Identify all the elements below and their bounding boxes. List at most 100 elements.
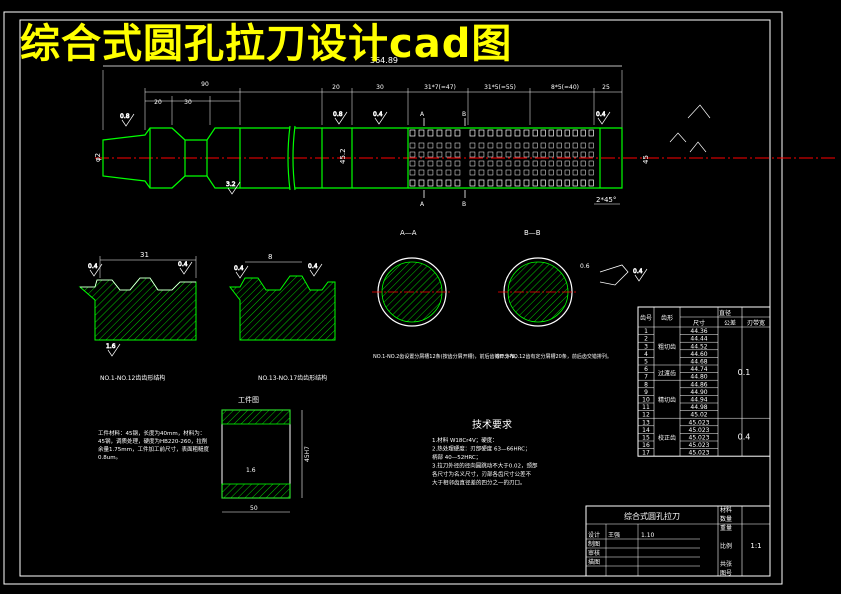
roughness-symbol	[89, 263, 103, 277]
roughness-value: 0.4	[596, 111, 606, 118]
rough-tooth	[445, 169, 452, 176]
calibration-tooth	[556, 179, 562, 187]
workpiece-drawing	[221, 409, 303, 513]
table-header: 直径	[719, 309, 731, 317]
title-block-field-label: 材料	[720, 506, 732, 514]
finish-tooth	[505, 129, 512, 137]
section-bb-note: NO.3-NO.12齿有定分屑槽20条，前后齿交错排列。	[496, 353, 612, 360]
table-cell-dia: 44.90	[690, 389, 707, 396]
dimension-label: 90	[201, 81, 209, 88]
calibration-tooth	[532, 160, 538, 167]
tech-line: 1.材料 W18Cr4V；硬度：	[432, 436, 498, 444]
workpiece-title: 工件图	[238, 395, 259, 404]
roughness-value: 0.4	[178, 261, 188, 268]
table-cell-no: 8	[644, 381, 648, 388]
roughness-value: 1.6	[106, 343, 116, 350]
section-aa	[372, 257, 452, 327]
finish-tooth	[469, 160, 476, 167]
calibration-tooth	[540, 160, 546, 167]
title-block-row-label: 设计	[588, 531, 600, 539]
finish-tooth	[514, 151, 521, 158]
calibration-tooth	[564, 151, 570, 158]
tech-line: 2.热处理硬度：刃部硬度 63—66HRC；	[432, 445, 531, 453]
roughness-value: 0.8	[120, 113, 130, 120]
finish-tooth	[478, 142, 485, 149]
inner-frame	[19, 19, 771, 577]
dimension-label: 8*5(=40)	[551, 84, 579, 91]
detail1-dim-31: 31	[140, 251, 149, 259]
finish-tooth	[487, 129, 494, 137]
rough-tooth	[454, 129, 461, 137]
table-group-label: 粗切齿	[658, 343, 676, 351]
finish-tooth	[496, 179, 503, 187]
finish-tooth	[487, 151, 494, 158]
roughness-value: 3.2	[226, 181, 236, 188]
calibration-tooth	[556, 142, 562, 149]
rough-tooth	[427, 160, 434, 167]
finish-tooth	[478, 151, 485, 158]
table-cell-no: 5	[644, 359, 648, 366]
table-cell-no: 10	[642, 397, 650, 404]
section-letter: A	[420, 111, 425, 118]
rough-tooth	[409, 169, 416, 176]
roughness-symbol	[121, 113, 135, 127]
finish-tooth	[523, 142, 530, 149]
outer-frame	[3, 11, 783, 585]
workpiece-notes-box: 工件材料：45钢，长度为40mm，材料为：45钢，调质处理，硬度为HB220-2…	[98, 431, 209, 461]
chamfer-label: 2*45°	[596, 196, 616, 204]
calibration-tooth	[580, 151, 586, 158]
finish-tooth	[514, 179, 521, 187]
finish-tooth	[514, 129, 521, 137]
calibration-tooth	[580, 129, 586, 137]
rough-tooth	[436, 169, 443, 176]
detail-tooth-profile-2	[228, 261, 336, 341]
roughness-value: 0.4	[88, 263, 98, 270]
finish-tooth	[514, 142, 521, 149]
dimension-label: 25	[602, 84, 610, 91]
table-cell-no: 14	[642, 427, 650, 434]
roughness-value: 0.4	[308, 263, 318, 270]
detail1-caption: NO.1-NO.12齿齿形结构	[100, 374, 165, 382]
table-cell-dia: 45.023	[689, 427, 710, 434]
finish-tooth	[469, 129, 476, 137]
table-cell-no: 17	[642, 450, 650, 457]
rough-tooth	[454, 160, 461, 167]
calibration-tooth	[548, 151, 554, 158]
finish-tooth	[469, 151, 476, 158]
calibration-tooth	[540, 129, 546, 137]
finish-tooth	[523, 151, 530, 158]
calibration-tooth	[588, 142, 594, 149]
table-cell-no: 1	[644, 328, 648, 335]
mid-diameter-label: 45.2	[339, 148, 347, 164]
rough-tooth	[436, 179, 443, 187]
calibration-tooth	[556, 169, 562, 176]
tech-requirements: 1.材料 W18Cr4V；硬度：2.热处理硬度：刃部硬度 63—66HRC； 柄…	[432, 436, 538, 487]
section-aa-title: A—A	[400, 229, 417, 237]
calibration-tooth	[580, 179, 586, 187]
calibration-tooth	[564, 129, 570, 137]
calibration-tooth	[588, 169, 594, 176]
roughness-symbol	[634, 268, 648, 282]
section-bb	[498, 257, 578, 327]
rough-tooth	[445, 129, 452, 137]
finish-tooth	[496, 169, 503, 176]
rough-tooth	[418, 169, 425, 176]
title-block-field-label: 重量	[720, 524, 732, 532]
broach-body	[102, 125, 623, 191]
rough-tooth	[427, 142, 434, 149]
calibration-tooth	[572, 179, 578, 187]
designer-name: 王强	[608, 532, 620, 539]
finish-tooth	[496, 129, 503, 137]
calibration-tooth	[532, 179, 538, 187]
table-cell-dia: 45.02	[690, 412, 707, 419]
section-bb-title: B—B	[524, 229, 541, 237]
table-cell-dia: 44.68	[690, 359, 707, 366]
rough-tooth	[409, 160, 416, 167]
calibration-tooth	[548, 160, 554, 167]
overall-length-label: 364.89	[370, 56, 398, 65]
design-date: 1.10	[641, 532, 655, 539]
